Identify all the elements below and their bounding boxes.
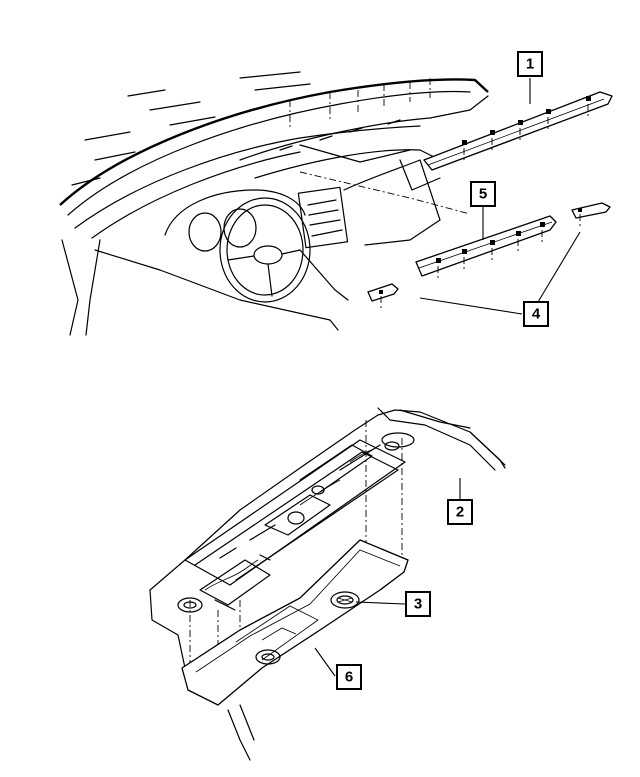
callout-6: 6 bbox=[336, 664, 362, 690]
callout-6-label: 6 bbox=[345, 669, 353, 686]
part-4-end-caps bbox=[367, 202, 611, 310]
callout-5-label: 5 bbox=[479, 186, 487, 203]
callout-2: 2 bbox=[447, 499, 473, 525]
leader-lines bbox=[314, 78, 581, 677]
instrument-panel-illustration bbox=[59, 71, 489, 336]
part-6-lower-cover-panel bbox=[181, 539, 409, 761]
callout-2-label: 2 bbox=[456, 504, 464, 521]
callout-4: 4 bbox=[523, 301, 549, 327]
part-5-lower-trim-strip bbox=[415, 215, 557, 280]
callout-5: 5 bbox=[470, 181, 496, 207]
callout-3-label: 3 bbox=[414, 596, 422, 613]
callout-1: 1 bbox=[517, 51, 543, 77]
part-2-outer-trim bbox=[469, 431, 506, 469]
callout-4-label: 4 bbox=[532, 306, 541, 323]
callout-3: 3 bbox=[405, 591, 431, 617]
part-3-speaker bbox=[330, 591, 360, 609]
callout-1-label: 1 bbox=[526, 56, 534, 73]
part-1-upper-trim-strip bbox=[423, 91, 613, 171]
